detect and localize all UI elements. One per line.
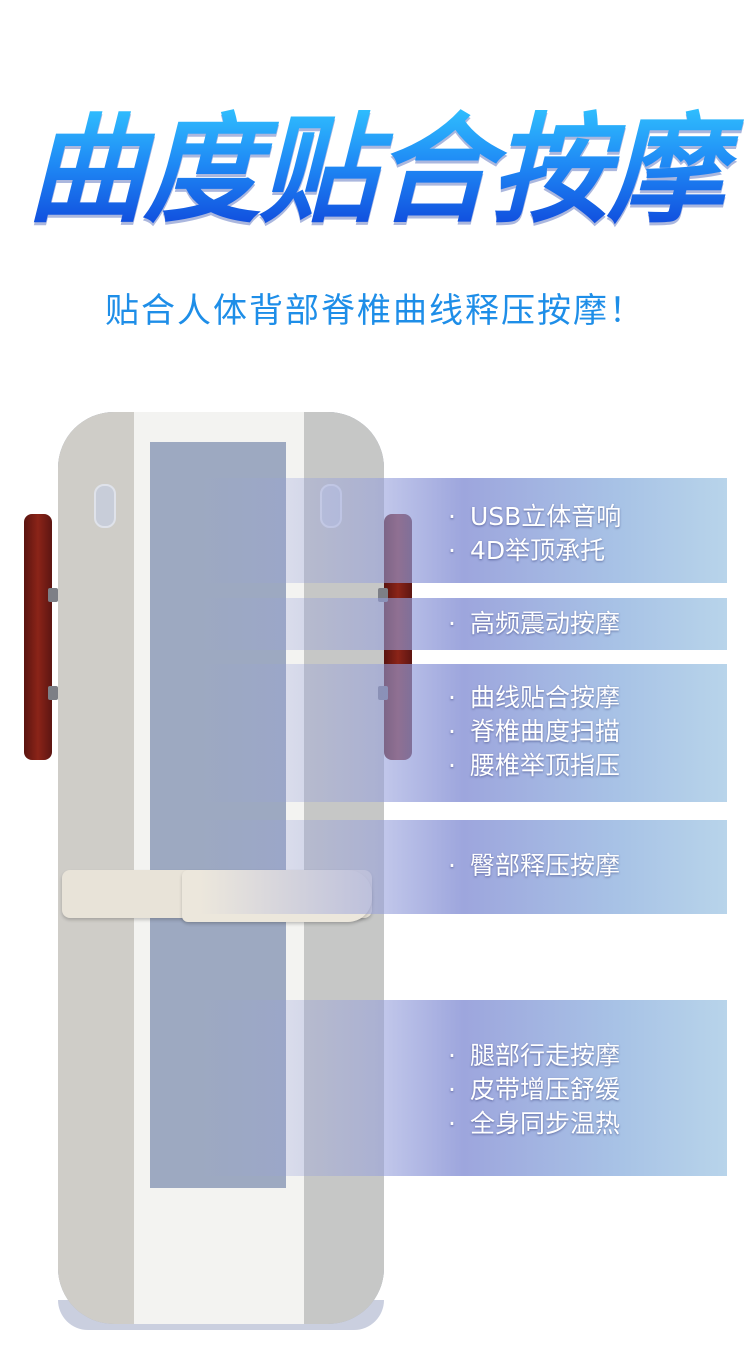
right-handle-bolt-icon [378, 588, 388, 602]
headline-title: 曲度贴合按摩 [0, 100, 750, 240]
feature-list-leg: 腿部行走按摩 皮带增压舒缓 全身同步温热 [448, 1039, 620, 1141]
feature-item: 腰椎举顶指压 [448, 749, 620, 783]
feature-list-vibration: 高频震动按摩 [448, 607, 620, 641]
feature-list-spine: 曲线贴合按摩 脊椎曲度扫描 腰椎举顶指压 [448, 681, 620, 783]
feature-item: 臀部释压按摩 [448, 849, 620, 883]
feature-item: 曲线贴合按摩 [448, 681, 620, 715]
feature-list-hip: 臀部释压按摩 [448, 849, 620, 883]
headline-subtitle: 贴合人体背部脊椎曲线释压按摩！ [105, 291, 645, 331]
feature-item: 腿部行走按摩 [448, 1039, 620, 1073]
left-handle-bolt-icon [48, 686, 58, 700]
feature-item: 全身同步温热 [448, 1107, 620, 1141]
feature-item: USB立体音响 [448, 500, 621, 534]
mat-speaker-left-icon [94, 484, 116, 528]
feature-item: 4D举顶承托 [448, 534, 621, 568]
left-handle-bolt-icon [48, 588, 58, 602]
feature-item: 高频震动按摩 [448, 607, 620, 641]
mat-left-cushion [58, 412, 134, 1324]
feature-list-audio: USB立体音响 4D举顶承托 [448, 500, 621, 568]
left-handle [24, 514, 52, 760]
feature-item: 脊椎曲度扫描 [448, 715, 620, 749]
feature-item: 皮带增压舒缓 [448, 1073, 620, 1107]
